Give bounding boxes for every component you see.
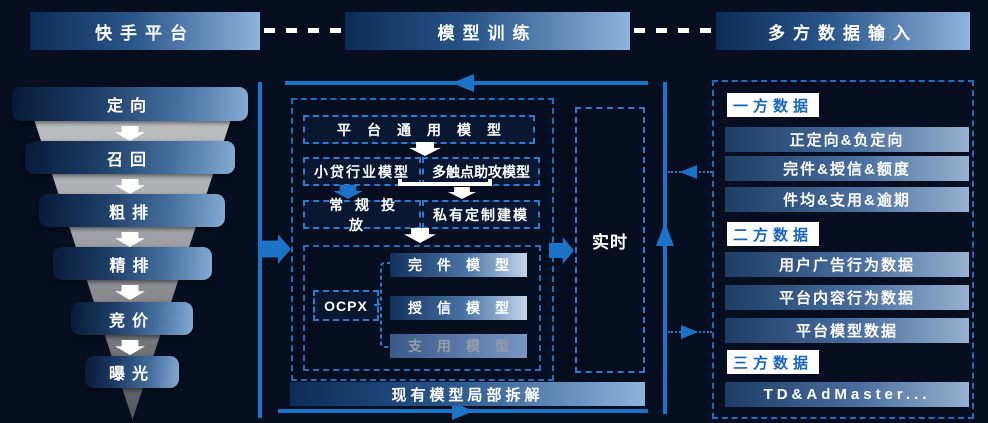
header-kuaishou-platform: 快手平台 [30,12,260,50]
data-row-label: 平台模型数据 [795,323,898,340]
funnel-stage-coarse-rank: 粗排 [39,194,225,227]
second-party-data-tag: 二方数据 [727,222,819,246]
funnel-stage-exposure: 曝光 [85,356,179,388]
flow-arrow-up-icon [656,222,674,246]
platform-general-model-label: 平台通用模型 [337,121,517,138]
third-party-data-tag: 三方数据 [727,350,819,374]
header-model-training: 模型训练 [345,12,630,50]
completion-model-bar: 完件模型 [390,253,527,277]
second-party-data-label: 二方数据 [732,226,813,244]
first-party-data-tag: 一方数据 [727,93,819,117]
data-in-arrow-icon [680,165,697,179]
private-custom-modeling-box: 私有定制建模 [422,200,540,229]
funnel-to-training-arrow-icon [262,234,291,264]
ocpx-label-box: OCPX [313,290,379,321]
withdrawal-model-bar: 支用模型 [390,334,527,358]
bracket-connector [398,179,492,186]
flow-line-right-vertical [663,82,667,414]
realtime-label: 实时 [592,232,628,252]
ocpx-brace-connector [374,262,391,348]
training-outer-box [291,98,554,381]
funnel-stage-targeting: 定向 [12,87,248,121]
multi-touch-assist-model-label: 多触点助攻模型 [432,163,530,180]
ocpx-group-box [303,245,541,371]
funnel-stage-label: 竞价 [108,312,155,330]
funnel-stage-label: 曝光 [108,366,155,383]
first-party-data-label: 一方数据 [732,97,813,115]
data-row: 件均&支用&逾期 [725,187,969,212]
existing-model-decomposition-label: 现有模型局部拆解 [391,386,544,404]
data-row-label: 件均&支用&逾期 [783,192,911,209]
data-row: 正定向&负定向 [725,127,969,152]
credit-model-label: 授信模型 [408,300,524,316]
third-party-data-label: 三方数据 [732,354,813,372]
header-connector-dash-right [634,28,714,33]
flow-line-left-vertical [258,82,262,418]
private-custom-modeling-label: 私有定制建模 [433,206,529,223]
regular-delivery-label: 常规投放 [329,196,407,233]
withdrawal-model-label: 支用模型 [408,338,524,354]
header-model-training-label: 模型训练 [437,23,538,43]
header-multi-data-input: 多方数据输入 [716,12,970,50]
data-row-label: 平台内容行为数据 [778,290,915,307]
data-panel-box [712,80,974,419]
funnel-stage-label: 召回 [106,151,153,169]
regular-delivery-box: 常规投放 [303,197,421,233]
platform-general-model-box: 平台通用模型 [303,115,535,144]
data-row-label: TD&AdMaster... [763,386,931,403]
data-row-label: 完件&授信&额度 [783,161,911,178]
funnel-stage-fine-rank: 精排 [53,247,212,280]
data-row: 用户广告行为数据 [725,252,969,277]
header-connector-dash-left [264,28,344,33]
header-multi-data-input-label: 多方数据输入 [768,23,918,43]
credit-model-bar: 授信模型 [390,296,527,320]
data-row: 平台模型数据 [725,318,969,343]
header-kuaishou-platform-label: 快手平台 [95,23,195,43]
funnel-stage-bidding: 竞价 [71,302,193,335]
realtime-box: 实时 [575,107,645,373]
funnel-stage-label: 精排 [109,257,156,275]
funnel-stage-label: 定向 [106,98,153,115]
data-row-label: 正定向&负定向 [789,132,905,149]
data-row: TD&AdMaster... [725,382,969,407]
funnel-stage-recall: 召回 [25,141,235,174]
data-row-label: 用户广告行为数据 [778,257,915,274]
completion-model-label: 完件模型 [408,257,524,273]
data-row: 平台内容行为数据 [725,285,969,310]
microloan-industry-model-box: 小贷行业模型 [303,157,421,186]
microloan-industry-model-label: 小贷行业模型 [314,163,410,180]
flow-arrow-left-icon [452,74,474,92]
existing-model-decomposition-bar: 现有模型局部拆解 [290,382,645,406]
data-row: 完件&授信&额度 [725,156,969,181]
funnel: 定向 召回 粗排 精排 竞价 曝光 [10,85,255,423]
funnel-stage-label: 粗排 [108,204,155,222]
flow-arrow-right-icon [452,402,474,420]
ocpx-label: OCPX [324,297,368,314]
data-out-arrow-icon [681,325,698,339]
